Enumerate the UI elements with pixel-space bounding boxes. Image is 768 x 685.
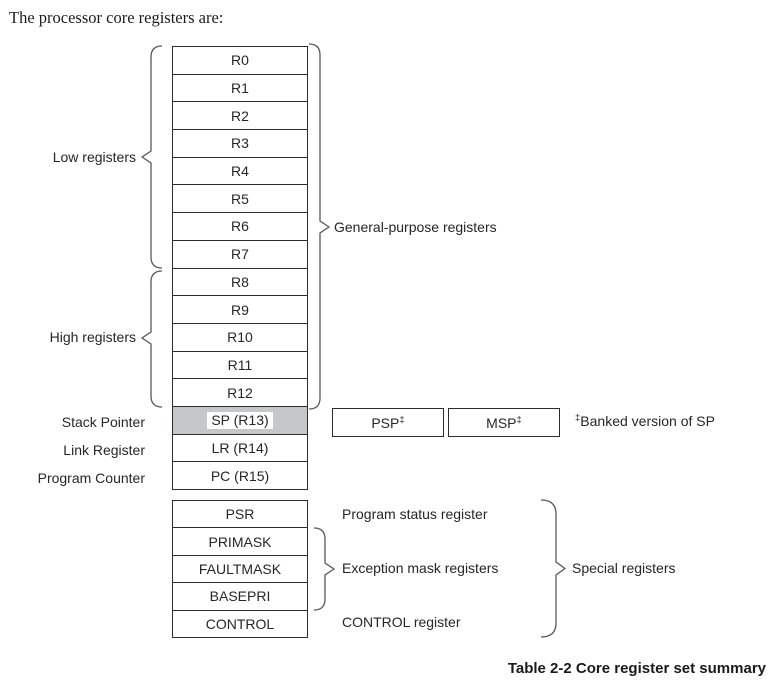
register-row-r12: R12 [173,379,307,407]
msp-label: MSP‡ [486,413,522,431]
register-row-r2: R2 [173,102,307,131]
register-row-r6: R6 [173,213,307,241]
register-row-pc: PC (R15) [173,462,307,489]
label-program-counter: Program Counter [37,470,145,486]
register-row-basepri: BASEPRI [173,583,307,611]
register-label: R0 [231,52,249,69]
register-row-r7: R7 [173,241,307,269]
register-label: PC (R15) [210,467,270,484]
msp-box: MSP‡ [448,408,560,437]
label-low-registers: Low registers [52,149,136,165]
psp-label: PSP‡ [371,413,405,431]
register-row-r5: R5 [173,185,307,214]
register-row-r11: R11 [173,352,307,380]
register-row-r4: R4 [173,158,307,186]
label-high-registers: High registers [49,329,136,345]
register-label: R4 [231,163,249,180]
register-label: R5 [231,190,249,207]
low-registers-brace [140,45,163,269]
register-label: R11 [227,356,253,373]
intro-text: The processor core registers are: [9,8,224,27]
table-caption: Table 2-2 Core register set summary [507,660,766,677]
dagger-symbol: ‡ [575,412,581,424]
register-label: R8 [231,273,249,290]
register-label: FAULTMASK [198,561,282,578]
register-label: LR (R14) [211,439,269,456]
register-label: CONTROL [205,615,275,632]
annotation-special-registers: Special registers [572,560,676,576]
general-purpose-brace [308,43,331,410]
dagger-symbol: ‡ [399,413,405,425]
register-label: R10 [227,329,253,346]
register-row-r0: R0 [173,47,307,75]
register-row-r1: R1 [173,75,307,103]
dagger-symbol: ‡ [516,413,522,425]
register-row-r9: R9 [173,296,307,324]
register-label: R1 [231,80,249,97]
register-label: SP (R13) [207,411,273,429]
annotation-program-status: Program status register [342,506,488,522]
label-link-register: Link Register [63,442,145,458]
register-row-primask: PRIMASK [173,528,307,556]
register-label: R12 [227,384,253,401]
register-row-control: CONTROL [173,611,307,637]
special-register-stack: PSR PRIMASK FAULTMASK BASEPRI CONTROL [172,500,308,638]
core-register-stack: R0 R1 R2 R3 R4 R5 R6 R7 R8 R9 R10 R11 R1… [172,46,308,490]
high-registers-brace [140,270,163,408]
annotation-general-purpose: General-purpose registers [334,219,497,235]
register-label: R9 [231,301,249,318]
special-registers-brace [540,499,567,638]
register-label: R6 [231,218,249,235]
register-row-r8: R8 [173,269,307,297]
annotation-exception-mask: Exception mask registers [342,560,499,576]
register-row-sp: SP (R13) [173,406,307,435]
exception-mask-brace [313,527,336,611]
register-label: PSR [225,506,255,523]
register-label: R3 [231,135,249,152]
banked-note: ‡Banked version of SP [575,412,715,429]
register-label: PRIMASK [208,533,272,550]
register-label: BASEPRI [209,588,271,605]
register-row-r3: R3 [173,130,307,158]
label-stack-pointer: Stack Pointer [61,414,145,430]
register-row-psr: PSR [173,501,307,529]
register-label: R2 [231,107,249,124]
psp-box: PSP‡ [332,408,444,437]
register-label: R7 [231,246,249,263]
annotation-control-register: CONTROL register [342,614,461,630]
register-row-faultmask: FAULTMASK [173,556,307,584]
register-row-lr: LR (R14) [173,435,307,463]
register-row-r10: R10 [173,324,307,352]
